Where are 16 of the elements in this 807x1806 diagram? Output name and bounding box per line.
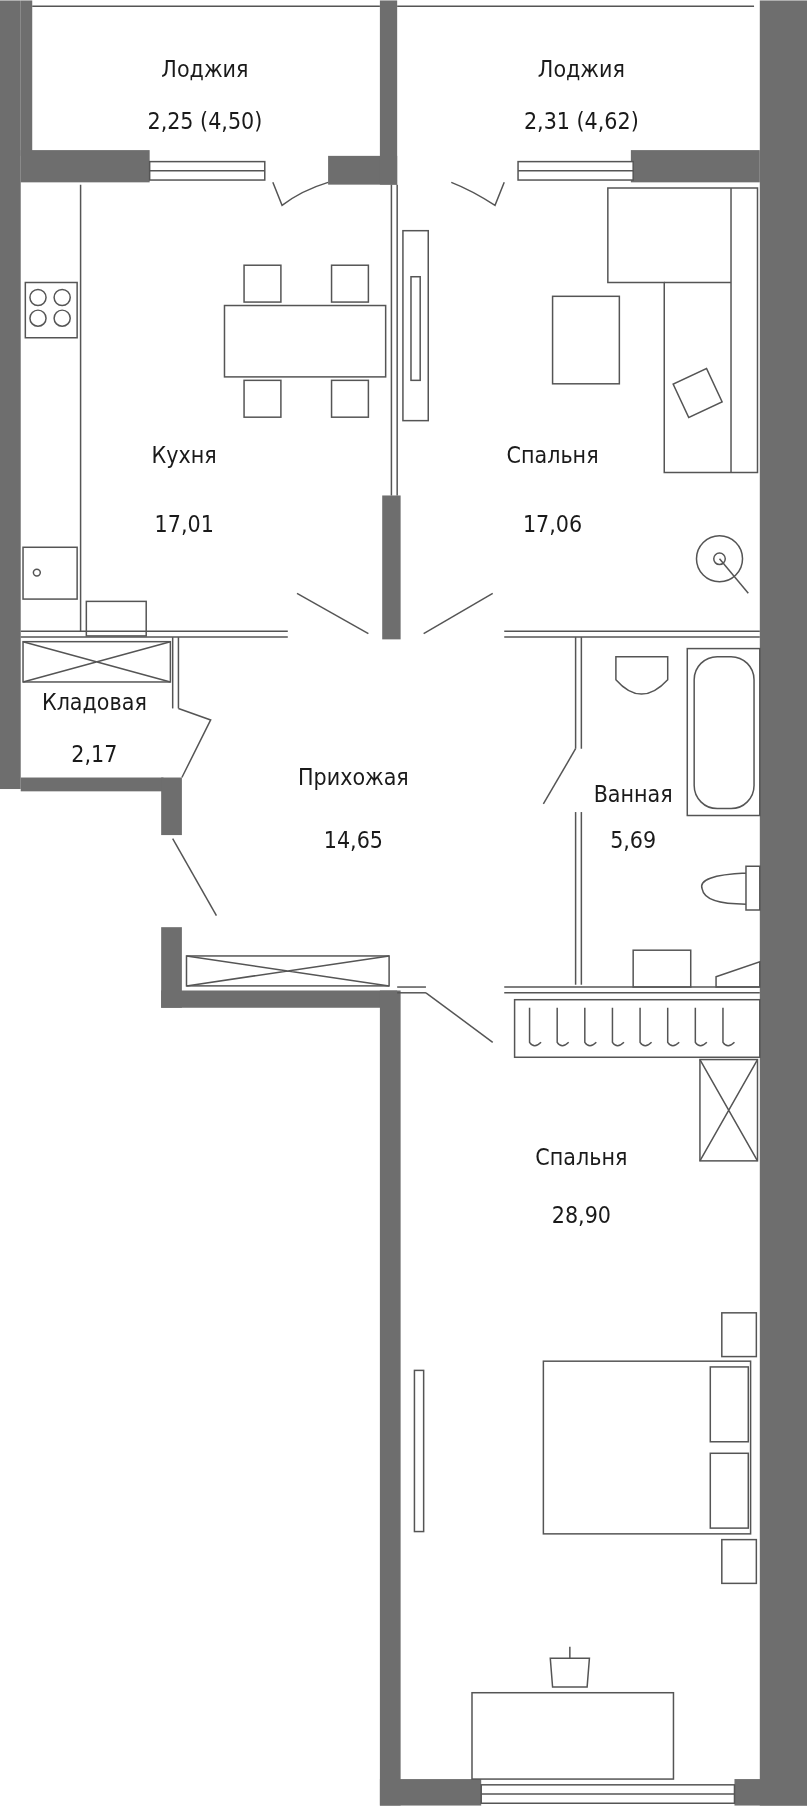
room-area: 17,01	[154, 510, 214, 537]
room-area: 2,17	[71, 741, 118, 768]
room-name: Кухня	[151, 441, 217, 468]
room-name: Спальня	[535, 1143, 628, 1170]
room-name: Кладовая	[41, 689, 147, 716]
room-name: Ванная	[593, 781, 673, 808]
room-name: Прихожая	[298, 764, 409, 791]
room-area: 17,06	[522, 510, 583, 537]
room-name: Лоджия	[537, 56, 625, 83]
room-area: 28,90	[551, 1201, 611, 1228]
room-area: 14,65	[323, 827, 383, 854]
room-name: Лоджия	[161, 56, 249, 83]
room-area: 2,31 (4,62)	[523, 107, 639, 134]
room-area: 5,69	[610, 827, 657, 854]
room-area: 2,25 (4,50)	[147, 107, 263, 134]
room-name: Спальня	[506, 441, 599, 468]
